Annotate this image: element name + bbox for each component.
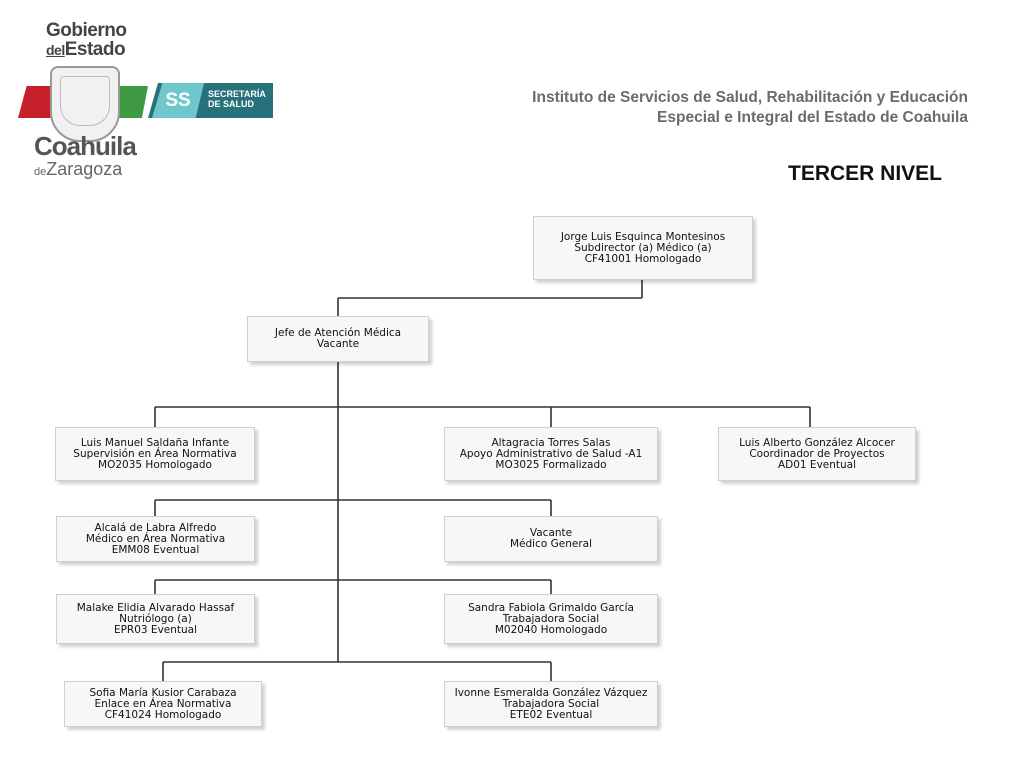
coat-of-arms-icon: [50, 66, 120, 142]
ss-de-salud: DE SALUD: [208, 99, 255, 109]
level-title: TERCER NIVEL: [788, 162, 943, 185]
org-box-jefe-atencion-medica: Jefe de Atención Médica Vacante: [247, 316, 429, 362]
org-box-title: Vacante: [316, 338, 360, 350]
org-box-gonzalez-alcocer: Luis Alberto González Alcocer Coordinado…: [718, 427, 916, 481]
org-box-code: ETE02 Eventual: [509, 708, 593, 721]
org-box-vacante-medico-general: Vacante Médico General: [444, 516, 658, 562]
org-box-name: Sandra Fabiola Grimaldo García: [468, 601, 634, 614]
org-box-code: CF41001 Homologado: [584, 252, 702, 265]
org-box-name: Sofia María Kusior Carabaza: [89, 686, 237, 699]
logo-zaragoza: Zaragoza: [46, 159, 123, 179]
logo-coahuila: Coahuila: [34, 131, 137, 161]
org-box-code: MO3025 Formalizado: [495, 458, 607, 471]
gobierno-coahuila-logo: Gobierno delEstado SS SECRETARÍA DE SALU…: [16, 18, 286, 183]
org-box-name: Luis Alberto González Alcocer: [739, 436, 895, 449]
org-box-title: Subdirector (a) Médico (a): [574, 241, 712, 254]
logo-gobierno-text: Gobierno delEstado: [46, 20, 127, 60]
org-box-title: Apoyo Administrativo de Salud -A1: [459, 447, 643, 460]
org-box-name: Jorge Luis Esquinca Montesinos: [560, 230, 726, 243]
org-box-gonzalez-vazquez: Ivonne Esmeralda González Vázquez Trabaj…: [444, 681, 658, 727]
org-box-code: M02040 Homologado: [494, 623, 608, 636]
org-box-code: EPR03 Eventual: [113, 623, 198, 636]
ss-text: SECRETARÍA DE SALUD: [208, 89, 266, 109]
org-box-title: Nutriólogo (a): [119, 612, 192, 625]
org-box-torres: Altagracia Torres Salas Apoyo Administra…: [444, 427, 658, 481]
org-box-title: Enlace en Área Normativa: [94, 697, 232, 710]
org-box-code: MO2035 Homologado: [98, 458, 212, 471]
org-box-title: Trabajadora Social: [502, 612, 600, 625]
org-box-code: AD01 Eventual: [777, 458, 857, 471]
org-box-name: Luis Manuel Saldaña Infante: [80, 436, 230, 449]
org-box-name: Ivonne Esmeralda González Vázquez: [454, 686, 648, 699]
logo-zaragoza-line: deZaragoza: [34, 160, 122, 181]
org-box-code: EMM08 Eventual: [111, 543, 200, 556]
org-box-name: Vacante: [529, 527, 573, 539]
logo-gobierno: Gobierno: [46, 20, 127, 41]
org-box-code: CF41024 Homologado: [104, 708, 222, 721]
org-box-title: Coordinador de Proyectos: [749, 447, 885, 460]
secretaria-salud-logo: SS SECRETARÍA DE SALUD: [148, 83, 273, 118]
org-box-subdirector: Jorge Luis Esquinca Montesinos Subdirect…: [533, 216, 753, 280]
ss-secretaria: SECRETARÍA: [208, 89, 266, 99]
institution-line-2: Especial e Integral del Estado de Coahui…: [657, 109, 968, 126]
org-box-name: Jefe de Atención Médica: [274, 327, 402, 339]
logo-de: de: [34, 166, 47, 178]
org-box-name: Altagracia Torres Salas: [491, 436, 611, 449]
org-box-title: Médico en Área Normativa: [85, 532, 226, 545]
institution-line-1: Instituto de Servicios de Salud, Rehabil…: [532, 89, 968, 106]
org-box-grimaldo: Sandra Fabiola Grimaldo García Trabajado…: [444, 594, 658, 644]
org-box-kusior: Sofia María Kusior Carabaza Enlace en Ár…: [64, 681, 262, 727]
org-box-title: Trabajadora Social: [502, 697, 600, 710]
org-box-title: Médico General: [509, 538, 593, 550]
org-box-saldana: Luis Manuel Saldaña Infante Supervisión …: [55, 427, 255, 481]
logo-del: del: [46, 42, 65, 58]
org-box-alvarado: Malake Elidia Alvarado Hassaf Nutriólogo…: [56, 594, 255, 644]
institution-title: Instituto de Servicios de Salud, Rehabil…: [532, 88, 968, 128]
org-box-title: Supervisión en Área Normativa: [73, 447, 237, 460]
org-box-alcala: Alcalá de Labra Alfredo Médico en Área N…: [56, 516, 255, 562]
org-box-name: Alcalá de Labra Alfredo: [94, 521, 217, 534]
logo-estado: Estado: [64, 39, 126, 60]
ss-letters: SS: [152, 83, 204, 118]
org-box-name: Malake Elidia Alvarado Hassaf: [76, 601, 235, 614]
